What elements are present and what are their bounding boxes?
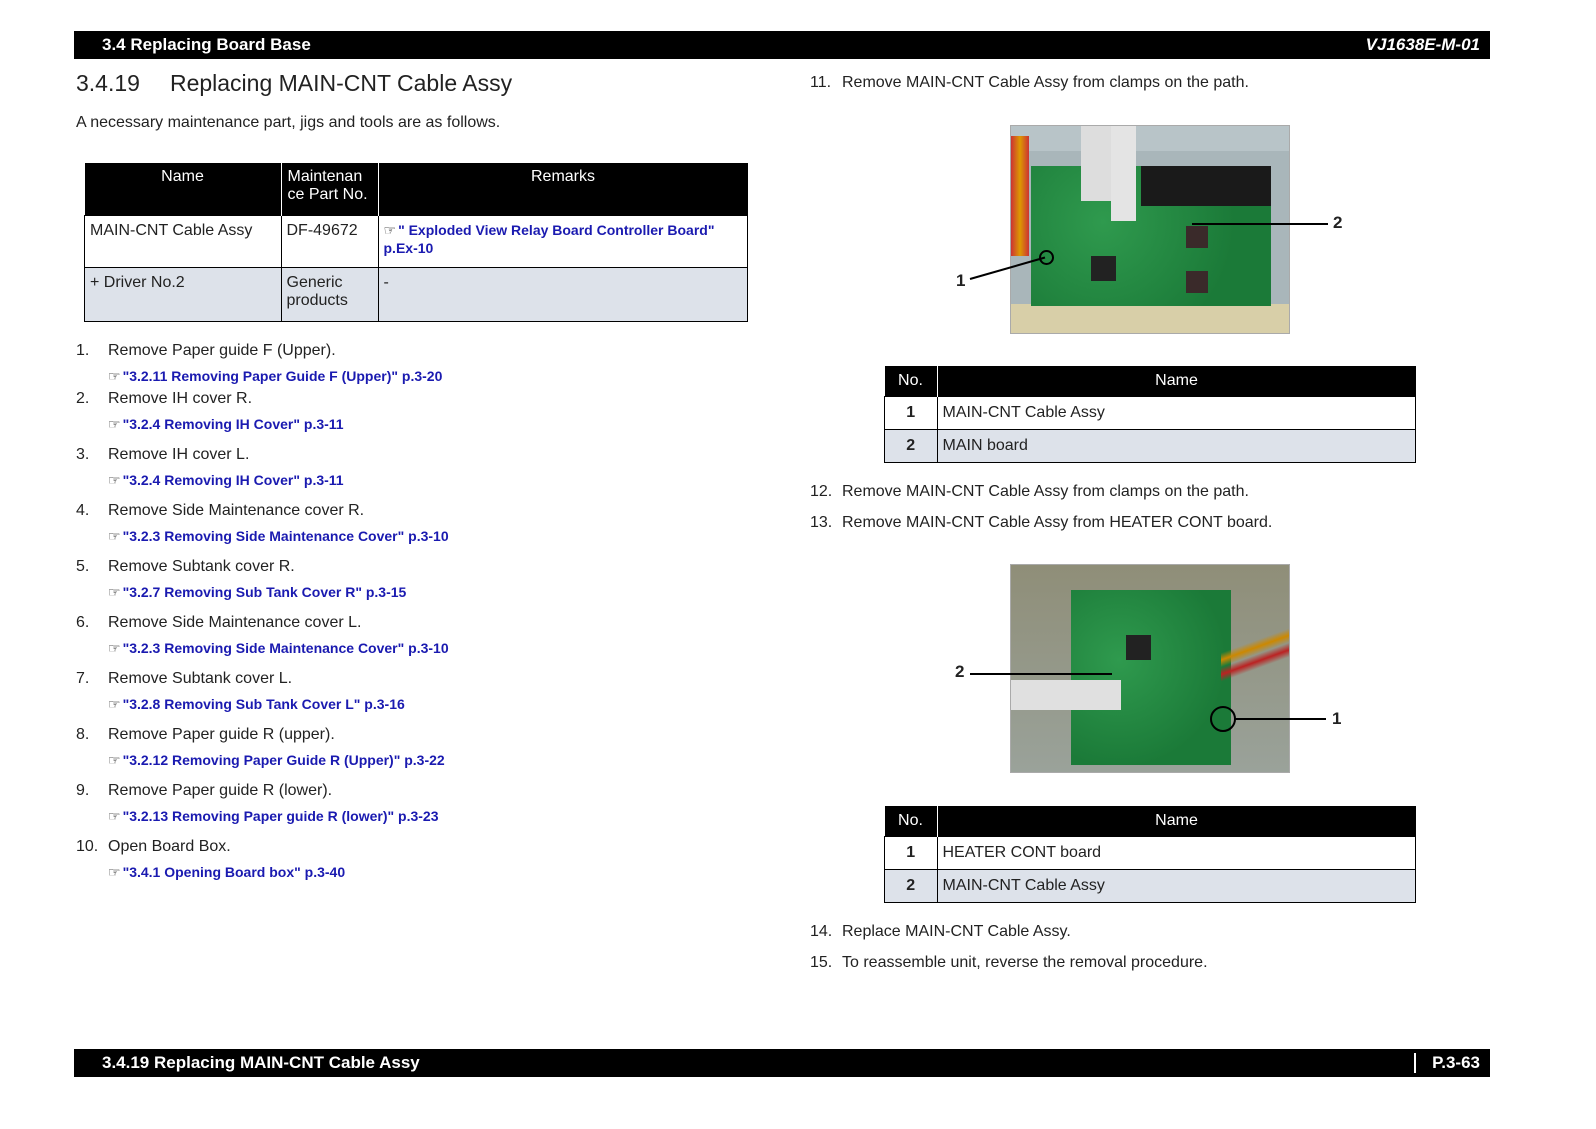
step-10: 10.Open Board Box. ☞"3.4.1 Opening Board … bbox=[76, 836, 756, 892]
reference-link[interactable]: "3.4.1 Opening Board box" p.3-40 bbox=[122, 864, 346, 880]
cell-remark: - bbox=[377, 266, 748, 322]
remark-link[interactable]: " Exploded View Relay Board Controller B… bbox=[383, 221, 715, 256]
step-reference[interactable]: ☞"3.2.3 Removing Side Maintenance Cover"… bbox=[76, 527, 756, 546]
step-reference[interactable]: ☞"3.2.13 Removing Paper guide R (lower)"… bbox=[76, 807, 756, 826]
main-board-photo bbox=[1010, 125, 1290, 334]
step-reference[interactable]: ☞"3.2.4 Removing IH Cover" p.3-11 bbox=[76, 471, 756, 490]
step-1: 1.Remove Paper guide F (Upper). ☞"3.2.11 … bbox=[76, 340, 756, 388]
callout-2: 2 bbox=[955, 662, 965, 681]
col-part: Maintenan ce Part No. bbox=[280, 163, 378, 215]
cell-remark[interactable]: ☞" Exploded View Relay Board Controller … bbox=[377, 214, 748, 268]
footer-bar: 3.4.19 Replacing MAIN-CNT Cable Assy P.3… bbox=[74, 1049, 1490, 1077]
step-13: 13.Remove MAIN-CNT Cable Assy from HEATE… bbox=[810, 514, 1273, 531]
heater-board-photo bbox=[1010, 564, 1290, 773]
callout-1: 1 bbox=[956, 271, 966, 290]
step-text: 1.Remove Paper guide F (Upper). bbox=[76, 342, 336, 359]
step-reference[interactable]: ☞"3.2.8 Removing Sub Tank Cover L" p.3-1… bbox=[76, 695, 756, 714]
step-text: 5.Remove Subtank cover R. bbox=[76, 558, 295, 575]
step-text: 6.Remove Side Maintenance cover L. bbox=[76, 614, 362, 631]
reference-link[interactable]: "3.2.8 Removing Sub Tank Cover L" p.3-16 bbox=[122, 696, 405, 712]
pointing-hand-icon: ☞ bbox=[383, 221, 397, 238]
reference-link[interactable]: "3.2.7 Removing Sub Tank Cover R" p.3-15 bbox=[122, 584, 407, 600]
callout-1: 1 bbox=[1332, 709, 1342, 728]
step-6: 6.Remove Side Maintenance cover L. ☞"3.2.… bbox=[76, 612, 756, 668]
table-row: MAIN-CNT Cable Assy DF-49672 ☞" Exploded… bbox=[84, 214, 748, 268]
pointing-hand-icon: ☞ bbox=[108, 752, 121, 768]
step-3: 3.Remove IH cover L. ☞"3.2.4 Removing IH … bbox=[76, 444, 756, 500]
pointing-hand-icon: ☞ bbox=[108, 368, 121, 384]
step-8: 8.Remove Paper guide R (upper). ☞"3.2.12 … bbox=[76, 724, 756, 780]
reference-link[interactable]: "3.2.3 Removing Side Maintenance Cover" … bbox=[122, 640, 449, 656]
reference-link[interactable]: "3.2.11 Removing Paper Guide F (Upper)" … bbox=[122, 368, 443, 384]
step-text: 7.Remove Subtank cover L. bbox=[76, 670, 293, 687]
pointing-hand-icon: ☞ bbox=[108, 808, 121, 824]
col-remarks: Remarks bbox=[377, 163, 748, 215]
step-text: 4.Remove Side Maintenance cover R. bbox=[76, 502, 365, 519]
step-text: 9.Remove Paper guide R (lower). bbox=[76, 782, 333, 799]
step-reference[interactable]: ☞"3.2.4 Removing IH Cover" p.3-11 bbox=[76, 415, 756, 434]
step-reference[interactable]: ☞"3.4.1 Opening Board box" p.3-40 bbox=[76, 863, 756, 882]
pointing-hand-icon: ☞ bbox=[108, 584, 121, 600]
header-section: 3.4 Replacing Board Base bbox=[102, 35, 311, 54]
pointing-hand-icon: ☞ bbox=[108, 416, 121, 432]
header-doc-id: VJ1638E-M-01 bbox=[1365, 35, 1480, 54]
footer-title: 3.4.19 Replacing MAIN-CNT Cable Assy bbox=[102, 1053, 420, 1072]
step-15: 15.To reassemble unit, reverse the remov… bbox=[810, 954, 1208, 971]
step-7: 7.Remove Subtank cover L. ☞"3.2.8 Removin… bbox=[76, 668, 756, 724]
pointing-hand-icon: ☞ bbox=[108, 528, 121, 544]
callout-line bbox=[1192, 223, 1328, 225]
parts-table: Name Maintenan ce Part No. Remarks MAIN-… bbox=[84, 163, 748, 322]
pointing-hand-icon: ☞ bbox=[108, 864, 121, 880]
step-text: 8.Remove Paper guide R (upper). bbox=[76, 726, 335, 743]
step-9: 9.Remove Paper guide R (lower). ☞"3.2.13 … bbox=[76, 780, 756, 836]
page-title: 3.4.19 Replacing MAIN-CNT Cable Assy bbox=[76, 70, 512, 97]
callout-line bbox=[970, 673, 1112, 675]
title-number: 3.4.19 bbox=[76, 70, 140, 96]
reference-link[interactable]: "3.2.12 Removing Paper Guide R (Upper)" … bbox=[122, 752, 445, 768]
step-reference[interactable]: ☞"3.2.12 Removing Paper Guide R (Upper)"… bbox=[76, 751, 756, 770]
reference-link[interactable]: "3.2.13 Removing Paper guide R (lower)" … bbox=[122, 808, 439, 824]
cell-part: Generic products bbox=[280, 266, 379, 322]
table-row: + Driver No.2 Generic products - bbox=[84, 266, 748, 322]
pointing-hand-icon: ☞ bbox=[108, 696, 121, 712]
col-name: Name bbox=[84, 163, 281, 215]
cell-part: DF-49672 bbox=[280, 214, 379, 268]
page-number: P.3-63 bbox=[1414, 1053, 1480, 1073]
intro-text: A necessary maintenance part, jigs and t… bbox=[76, 114, 501, 131]
step-5: 5.Remove Subtank cover R. ☞"3.2.7 Removin… bbox=[76, 556, 756, 612]
step-2: 2.Remove IH cover R. ☞"3.2.4 Removing IH … bbox=[76, 388, 756, 444]
pointing-hand-icon: ☞ bbox=[108, 640, 121, 656]
reference-link[interactable]: "3.2.3 Removing Side Maintenance Cover" … bbox=[122, 528, 449, 544]
pointing-hand-icon: ☞ bbox=[108, 472, 121, 488]
step-text: 2.Remove IH cover R. bbox=[76, 390, 253, 407]
cell-name: + Driver No.2 bbox=[84, 266, 282, 322]
title-text: Replacing MAIN-CNT Cable Assy bbox=[169, 70, 513, 96]
step-reference[interactable]: ☞"3.2.7 Removing Sub Tank Cover R" p.3-1… bbox=[76, 583, 756, 602]
callout-line bbox=[1234, 718, 1326, 720]
step-reference[interactable]: ☞"3.2.3 Removing Side Maintenance Cover"… bbox=[76, 639, 756, 658]
step-list: 1.Remove Paper guide F (Upper).☞"3.2.11 … bbox=[76, 340, 756, 892]
step-reference[interactable]: ☞"3.2.11 Removing Paper Guide F (Upper)"… bbox=[76, 367, 756, 386]
step-11: 11.Remove MAIN-CNT Cable Assy from clamp… bbox=[810, 74, 1249, 91]
callout-2: 2 bbox=[1333, 213, 1343, 232]
reference-link[interactable]: "3.2.4 Removing IH Cover" p.3-11 bbox=[122, 416, 344, 432]
col-no: No. bbox=[884, 366, 937, 397]
step-text: 10.Open Board Box. bbox=[76, 838, 231, 855]
step-12: 12.Remove MAIN-CNT Cable Assy from clamp… bbox=[810, 483, 1249, 500]
col-no: No. bbox=[884, 806, 937, 837]
step-text: 3.Remove IH cover L. bbox=[76, 446, 250, 463]
header-bar: 3.4 Replacing Board Base VJ1638E-M-01 bbox=[74, 31, 1490, 59]
col-name: Name bbox=[936, 366, 1416, 397]
step-14: 14.Replace MAIN-CNT Cable Assy. bbox=[810, 923, 1071, 940]
col-name: Name bbox=[936, 806, 1416, 837]
step-4: 4.Remove Side Maintenance cover R. ☞"3.2.… bbox=[76, 500, 756, 556]
reference-link[interactable]: "3.2.4 Removing IH Cover" p.3-11 bbox=[122, 472, 344, 488]
cell-name: MAIN-CNT Cable Assy bbox=[84, 214, 282, 268]
